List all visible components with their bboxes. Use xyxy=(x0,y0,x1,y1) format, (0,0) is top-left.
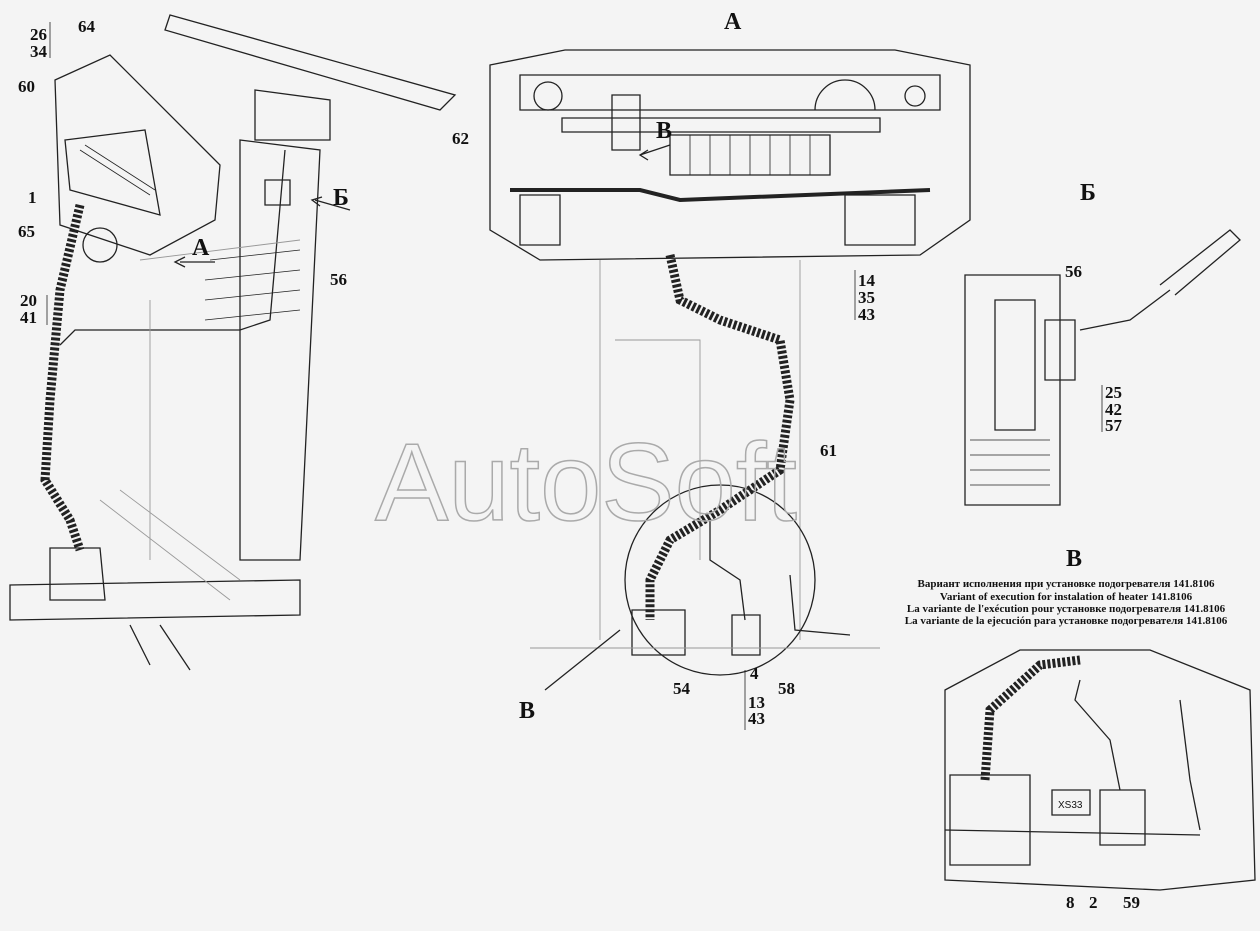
label: 60 xyxy=(18,77,35,96)
caption-line: Variant of execution for instalation of … xyxy=(940,591,1193,603)
label: 13 xyxy=(748,693,765,712)
steering-column-view xyxy=(9,14,457,671)
arrow-v-label: В xyxy=(656,118,672,144)
label: 8 xyxy=(1066,893,1075,912)
title-view-b: Б xyxy=(1080,180,1096,206)
label: 20 xyxy=(20,291,37,310)
watermark: AutoSoft xyxy=(375,421,797,544)
label: 58 xyxy=(778,679,795,698)
view-b-lever xyxy=(964,229,1241,506)
title-view-a: А xyxy=(724,9,742,35)
title-view-v: В xyxy=(1066,546,1082,572)
label: 2 xyxy=(1089,893,1098,912)
caption-line: La variante de la ejecución para установ… xyxy=(905,615,1228,627)
label: 57 xyxy=(1105,416,1123,435)
label: 56 xyxy=(330,270,347,289)
relay-block xyxy=(669,134,831,176)
arrow-a-label: А xyxy=(192,235,210,261)
label: 4 xyxy=(750,664,759,683)
label: 43 xyxy=(858,305,875,324)
label: 64 xyxy=(78,17,96,36)
label: 34 xyxy=(30,42,48,61)
label: 25 xyxy=(1105,383,1122,402)
connector-label: XS33 xyxy=(1058,800,1083,811)
detail-circle-v xyxy=(624,484,816,676)
label: 41 xyxy=(20,308,37,327)
label: 26 xyxy=(30,25,47,44)
label: 14 xyxy=(858,271,876,290)
label: 1 xyxy=(28,188,37,207)
label: 61 xyxy=(820,441,837,460)
callout-v-label: В xyxy=(519,698,535,724)
caption-line: Вариант исполнения при установке подогре… xyxy=(918,578,1215,590)
caption-line: La variante de l'exécution pour установк… xyxy=(907,603,1226,615)
cable-harness-61 xyxy=(645,254,795,620)
label: 59 xyxy=(1123,893,1140,912)
view-v-detail xyxy=(944,649,1256,891)
label: 54 xyxy=(673,679,691,698)
label: 65 xyxy=(18,222,35,241)
label: 56 xyxy=(1065,262,1082,281)
arrow-b-label: Б xyxy=(333,185,349,211)
view-a-panel xyxy=(489,49,971,640)
label: 35 xyxy=(858,288,875,307)
label: 43 xyxy=(748,709,765,728)
label: 62 xyxy=(452,129,469,148)
label: 42 xyxy=(1105,400,1122,419)
